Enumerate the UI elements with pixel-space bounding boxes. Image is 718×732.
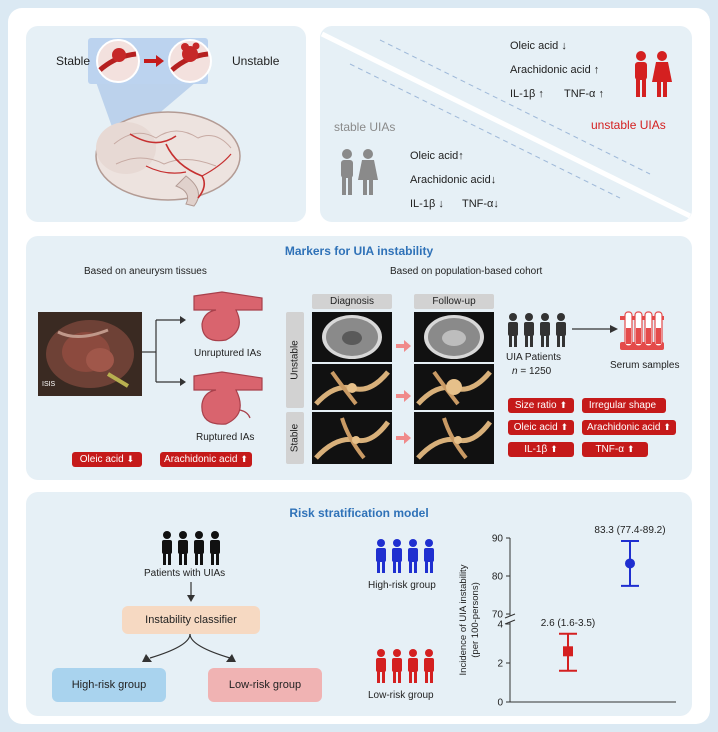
stable-arachidonic: Arachidonic acid↓ (410, 174, 497, 186)
tissue-branch-arrows (142, 316, 186, 386)
low-risk-box: Low-risk group (208, 668, 322, 702)
photo-label: ISIS (42, 381, 56, 388)
tag-tnf-cohort: TNF-α⬆ (582, 442, 648, 457)
patients-with-uias-label: Patients with UIAs (144, 568, 226, 579)
y-tick-label: 0 (497, 698, 503, 709)
stable-il1b: IL-1β ↓ (410, 198, 444, 210)
diagonal-divider (320, 31, 692, 219)
unstable-il1b: IL-1β ↑ (510, 88, 544, 100)
unstable-side-tab: Unstable (286, 312, 304, 408)
angio-unstable-diagnosis (312, 364, 392, 410)
stable-couple-icon (341, 149, 378, 195)
angio-stable-followup (414, 412, 494, 464)
axis-break-mark (504, 613, 516, 619)
progression-arrows (396, 340, 411, 444)
markers-title: Markers for UIA instability (284, 244, 434, 258)
instability-classifier-box: Instability classifier (122, 606, 260, 634)
low-risk-data-label: 2.6 (1.6-3.5) (541, 618, 595, 629)
stable-tnf: TNF-α↓ (462, 198, 499, 210)
unstable-tnf: TNF-α ↑ (564, 88, 604, 100)
uia-patients-label: UIA Patients (506, 352, 562, 363)
tag-oleic-cohort: Oleic acid⬆ (508, 420, 574, 435)
y-tick-label: 80 (492, 572, 504, 583)
y-tick-label: 4 (497, 620, 503, 631)
angio-stable-diagnosis (312, 412, 392, 464)
tag-irregular-shape: Irregular shape (582, 398, 666, 413)
y-tick-label: 2 (497, 659, 503, 670)
unstable-oleic: Oleic acid ↓ (510, 40, 567, 52)
high-risk-box: High-risk group (52, 668, 166, 702)
followup-tab: Follow-up (414, 294, 494, 309)
tag-arachidonic-tissue: Arachidonic acid⬆ (160, 452, 252, 467)
high-risk-point (625, 558, 635, 569)
arrow-to-classifier (187, 582, 195, 602)
tag-arachidonic-cohort: Arachidonic acid⬆ (582, 420, 676, 435)
ct-scan-diagnosis (312, 312, 392, 362)
low-risk-icon-label: Low-risk group (368, 690, 434, 701)
incidence-chart: 70 80 90 0 2 4 Incidence of UIA instability(pe… (458, 525, 676, 709)
low-risk-group-icon (376, 649, 434, 683)
unstable-arachidonic: Arachidonic acid ↑ (510, 64, 600, 76)
high-risk-group-icon (376, 539, 434, 573)
stable-uias-title: stable UIAs (334, 120, 396, 134)
classifier-split-arrows (142, 634, 236, 662)
uia-patients-icon (508, 313, 566, 347)
tissue-caption: Based on aneurysm tissues (84, 266, 207, 277)
axis-break-mark (504, 619, 516, 625)
stable-side-tab: Stable (286, 412, 304, 464)
n-label: n = 1250 (512, 366, 552, 377)
risk-title: Risk stratification model (289, 506, 429, 520)
ct-scan-followup (414, 312, 494, 362)
y-axis-label: Incidence of UIA instability(per 100-per… (458, 564, 481, 675)
serum-tubes-icon (620, 311, 664, 350)
cohort-caption: Based on population-based cohort (390, 266, 543, 277)
unruptured-aneurysm-icon (193, 291, 263, 342)
high-risk-data-label: 83.3 (77.4-89.2) (594, 525, 665, 536)
patients-with-uias-icon (162, 531, 220, 565)
unstable-couple-icon (635, 51, 672, 97)
tag-size-ratio: Size ratio⬆ (508, 398, 574, 413)
high-risk-icon-label: High-risk group (368, 580, 436, 591)
unstable-uias-title: unstable UIAs (591, 118, 666, 132)
unstable-label: Unstable (232, 54, 280, 68)
y-tick-label: 90 (492, 534, 504, 545)
ruptured-aneurysm-icon (193, 371, 263, 425)
unruptured-label: Unruptured IAs (194, 348, 262, 359)
tag-il1b-cohort: IL-1β⬆ (508, 442, 574, 457)
brain-illustration (88, 38, 241, 207)
serum-label: Serum samples (610, 360, 680, 371)
low-risk-point (563, 646, 573, 657)
stable-oleic: Oleic acid↑ (410, 150, 464, 162)
tag-oleic-tissue: Oleic acid⬇ (72, 452, 142, 467)
surgical-photo (38, 312, 142, 396)
ruptured-label: Ruptured IAs (196, 432, 255, 443)
arrow-to-serum (572, 325, 618, 333)
angio-unstable-followup (414, 364, 494, 410)
diagnosis-tab: Diagnosis (312, 294, 392, 309)
stable-label: Stable (56, 54, 91, 68)
y-tick-label: 70 (492, 610, 504, 621)
